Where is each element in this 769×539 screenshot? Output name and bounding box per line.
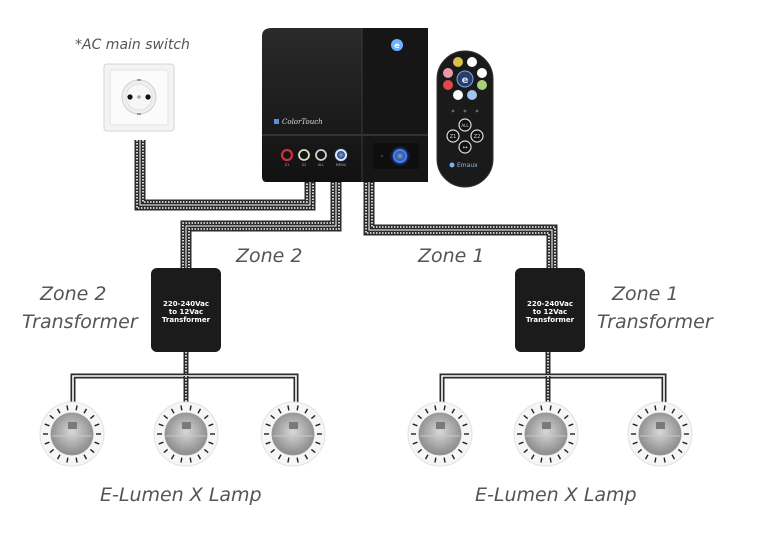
ac-switch-label: *AC main switch (75, 37, 190, 53)
lamps (39, 401, 693, 467)
controller-brand: ColorTouch (282, 118, 323, 126)
remote-button-toggle[interactable]: ↔ (458, 140, 472, 154)
svg-text:to 12Vac: to 12Vac (169, 308, 203, 316)
remote-brand: Emaux (457, 162, 478, 169)
e-lumen-lamp-icon (627, 401, 693, 467)
lamp-group-right-label: E-Lumen X Lamp (475, 484, 637, 506)
button-menu[interactable]: MENU (333, 147, 349, 167)
wires (70, 140, 667, 402)
remote-button-all[interactable]: ALL (458, 118, 472, 132)
e-lumen-lamp-icon (513, 401, 579, 467)
brand-logo-icon (274, 119, 279, 124)
svg-text:ALL: ALL (461, 123, 469, 128)
wire-zone2-distribution (70, 352, 299, 402)
emaux-logo-icon (391, 39, 403, 51)
zone2-transformer-label-line2: Transformer (22, 311, 139, 333)
button-z2[interactable]: Z2 (298, 149, 310, 167)
zone1-label: Zone 1 (417, 245, 485, 267)
e-lumen-lamp-icon (153, 401, 219, 467)
button-all[interactable]: ALL (315, 149, 327, 167)
power-button[interactable] (373, 143, 419, 169)
svg-text:Z1: Z1 (450, 134, 457, 140)
svg-text:to 12Vac: to 12Vac (533, 308, 567, 316)
colortouch-controller: e ColorTouch Z1 Z2 ALL MENU (262, 28, 428, 182)
svg-text:Transformer: Transformer (526, 316, 575, 324)
button-z1[interactable]: Z1 (280, 148, 294, 167)
remote-color-buttons: e (443, 57, 487, 100)
zone2-transformer-label-line1: Zone 2 (39, 283, 107, 305)
e-lumen-lamp-icon (407, 401, 473, 467)
remote-button-z1[interactable]: Z1 (446, 129, 460, 143)
svg-text:Z1: Z1 (285, 163, 290, 167)
svg-text:220-240Vac: 220-240Vac (163, 300, 209, 308)
wire-zone1-distribution (439, 352, 667, 402)
svg-text:ALL: ALL (318, 163, 324, 167)
svg-text:Z2: Z2 (302, 163, 307, 167)
remote-nav-buttons: ALL Z1 Z2 ↔ (446, 118, 484, 154)
wire-controller-to-zone1 (363, 180, 558, 268)
e-lumen-lamp-icon (260, 401, 326, 467)
lamp-group-left-label: E-Lumen X Lamp (100, 484, 262, 506)
svg-text:MENU: MENU (336, 163, 347, 167)
controller-buttons: Z1 Z2 ALL MENU (280, 143, 419, 169)
wire-ac-to-controller (134, 140, 316, 211)
ac-main-switch: *AC main switch (75, 37, 190, 132)
svg-text:220-240Vac: 220-240Vac (527, 300, 573, 308)
zone2-label: Zone 2 (235, 245, 303, 267)
svg-text:Z2: Z2 (474, 134, 481, 140)
zone1-transformer: 220-240Vac to 12Vac Transformer Zone 1 T… (515, 268, 714, 352)
e-lumen-lamp-icon (39, 401, 105, 467)
svg-text:e: e (394, 41, 400, 50)
svg-text:↔: ↔ (462, 144, 467, 151)
svg-text:Transformer: Transformer (162, 316, 211, 324)
remote-button-z2[interactable]: Z2 (470, 129, 484, 143)
wire-controller-to-zone2 (180, 180, 342, 268)
zone2-transformer: Zone 2 Transformer 220-240Vac to 12Vac T… (22, 268, 221, 352)
zone1-transformer-label-line1: Zone 1 (611, 283, 679, 305)
svg-text:e: e (462, 75, 469, 86)
zone1-transformer-label-line2: Transformer (597, 311, 714, 333)
remote-control: e ALL Z1 Z2 ↔ Emaux (436, 50, 494, 188)
remote-logo-icon (449, 162, 455, 168)
